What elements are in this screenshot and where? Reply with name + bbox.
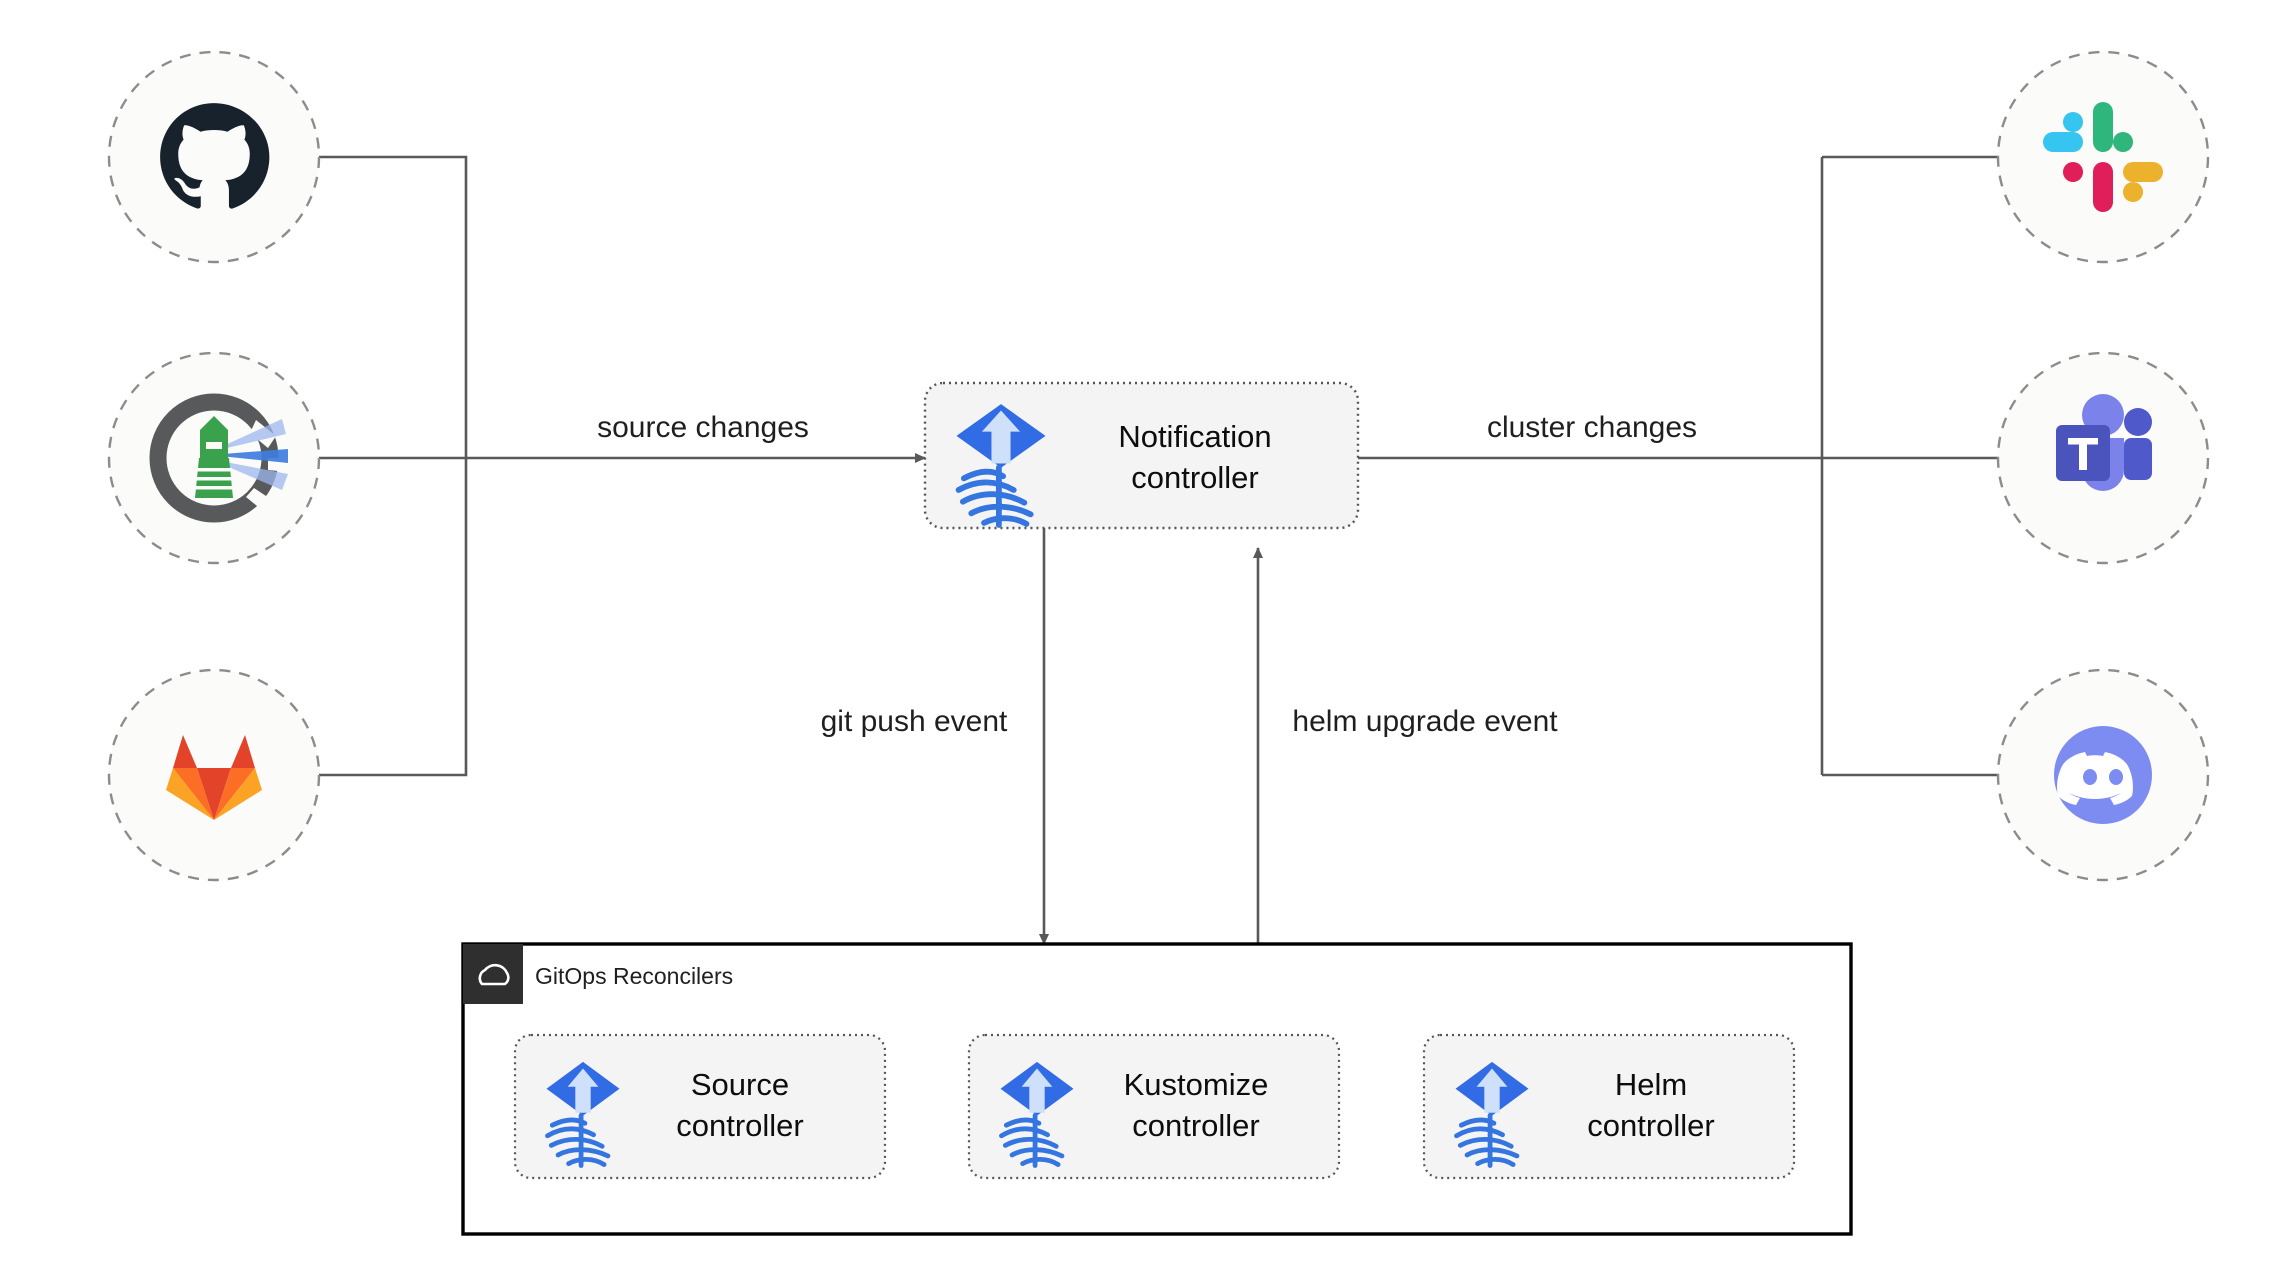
kustomize-controller-box: [967, 1033, 1341, 1180]
gitops-reconcilers-badge: [463, 944, 523, 1004]
ms-teams-icon: [2056, 394, 2152, 491]
destination-circle-slack: [1996, 50, 2210, 264]
kustomize-controller-label-line1: Kustomize: [1124, 1067, 1269, 1102]
flux-controller-icon: [955, 404, 1046, 528]
flux-controller-icon: [545, 1061, 620, 1168]
helm-controller-box: [1422, 1033, 1796, 1180]
edge-github-to-bus: [300, 155, 468, 458]
discord-icon: [2054, 726, 2152, 824]
github-icon: [160, 103, 270, 209]
slack-icon: [2043, 102, 2163, 212]
flux-lighthouse-icon: [149, 393, 288, 523]
gitops-reconcilers-group: GitOps Reconcilers Source: [461, 942, 1853, 1236]
destination-node-discord[interactable]: [1996, 668, 2210, 882]
notification-controller-box: [923, 381, 1360, 530]
edge-label-source-changes: source changes: [597, 411, 809, 444]
edge-gitlab-to-bus: [300, 458, 468, 777]
notification-controller-label-line1: Notification: [1118, 419, 1271, 454]
notification-controller-node[interactable]: Notification controller: [923, 381, 1360, 530]
source-controller-label-line1: Source: [691, 1067, 789, 1102]
source-circle-github: [107, 50, 321, 264]
cloud-icon: [478, 963, 510, 986]
reconciler-node-helm[interactable]: Helm controller: [1422, 1033, 1796, 1180]
edge-label-helm-upgrade-event: helm upgrade event: [1292, 705, 1558, 738]
destination-node-teams[interactable]: [1996, 351, 2210, 565]
helm-controller-label-line2: controller: [1587, 1108, 1715, 1143]
destination-node-slack[interactable]: [1996, 50, 2210, 264]
helm-controller-label-line1: Helm: [1615, 1067, 1687, 1102]
reconciler-node-kustomize[interactable]: Kustomize controller: [967, 1033, 1341, 1180]
gitops-reconcilers-title: GitOps Reconcilers: [535, 963, 733, 989]
reconciler-node-source[interactable]: Source controller: [513, 1033, 887, 1180]
edge-label-git-push-event: git push event: [821, 705, 1008, 738]
edge-label-cluster-changes: cluster changes: [1487, 411, 1697, 444]
source-controller-label-line2: controller: [676, 1108, 804, 1143]
source-node-gitlab[interactable]: [107, 668, 321, 882]
flux-controller-icon: [1454, 1061, 1529, 1168]
source-node-flux[interactable]: [107, 351, 321, 565]
gitlab-icon: [166, 735, 262, 820]
notification-controller-label-line2: controller: [1131, 460, 1259, 495]
source-controller-box: [513, 1033, 887, 1180]
flux-controller-icon: [999, 1061, 1074, 1168]
source-node-github[interactable]: [107, 50, 321, 264]
kustomize-controller-label-line2: controller: [1132, 1108, 1260, 1143]
